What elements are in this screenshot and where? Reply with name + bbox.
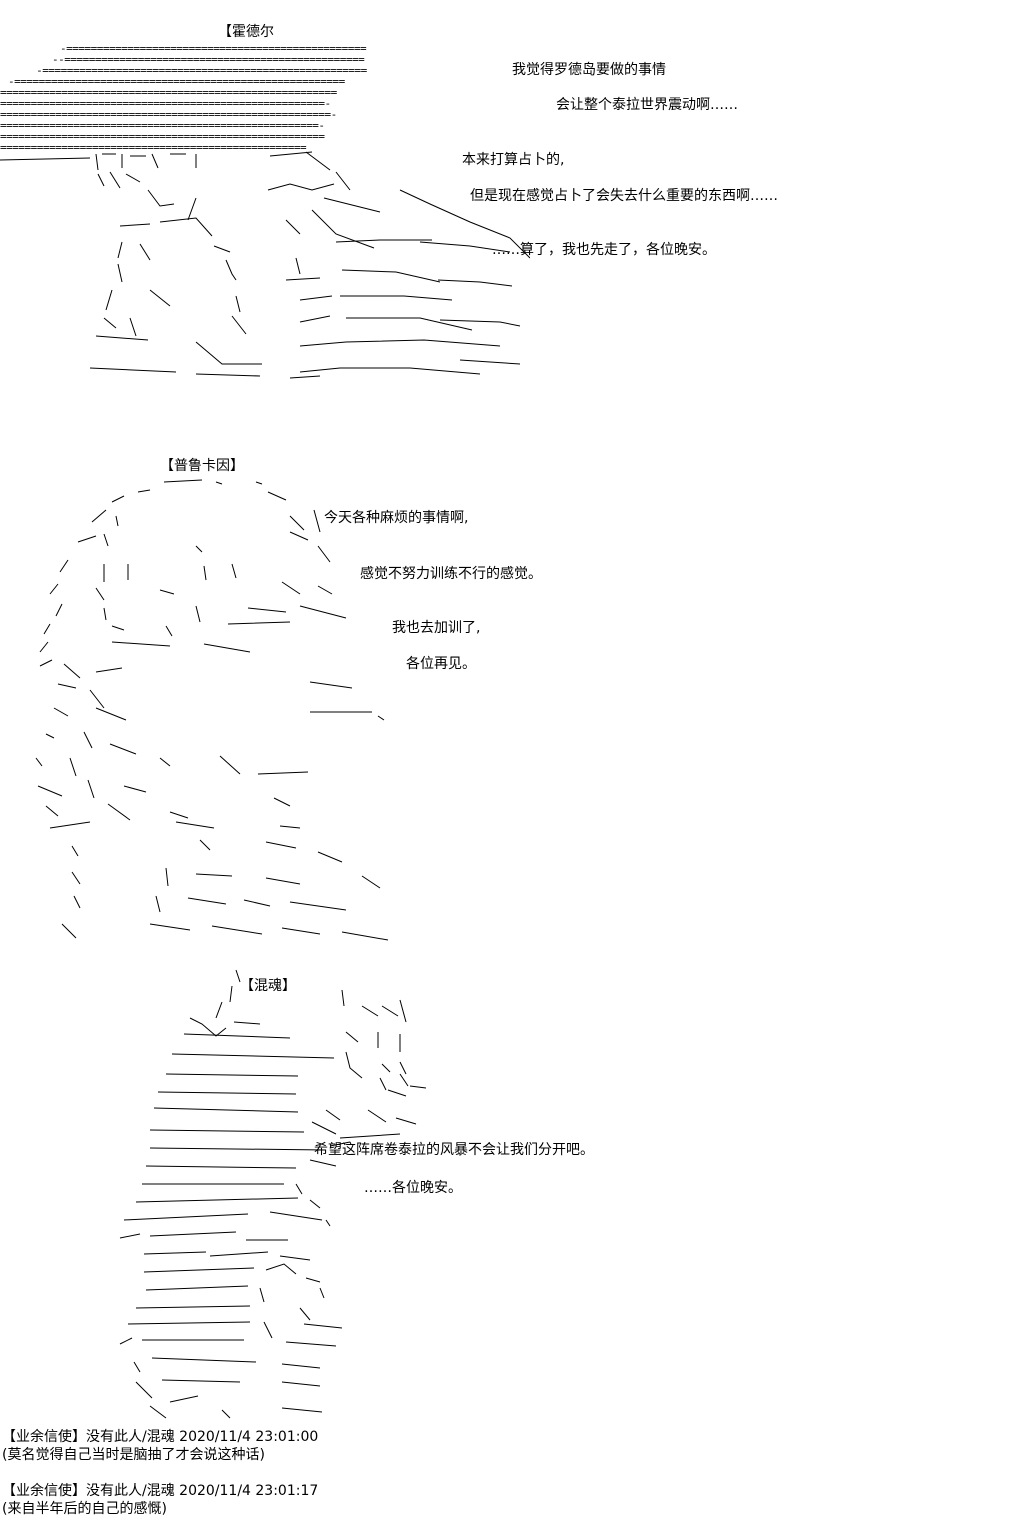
dialogue-line: 各位再见。 bbox=[406, 656, 476, 672]
dialogue-line: ……各位晚安。 bbox=[364, 1180, 462, 1196]
speaker-name-procaine: 【普鲁卡因】 bbox=[160, 458, 244, 474]
ascii-art-procaine bbox=[35, 479, 389, 941]
dialogue-line: 我觉得罗德岛要做的事情 bbox=[512, 62, 666, 78]
speaker-name-hoederer: 【霍德尔 bbox=[218, 24, 274, 40]
dialogue-line: 感觉不努力训练不行的感觉。 bbox=[360, 566, 542, 582]
dialogue-line: 希望这阵席卷泰拉的风暴不会让我们分开吧。 bbox=[314, 1142, 594, 1158]
comment-text: (来自半年后的自己的感慨) bbox=[2, 1501, 167, 1517]
comment-text: (莫名觉得自己当时是脑抽了才会说这种话) bbox=[2, 1447, 265, 1463]
dialogue-line: 本来打算占卜的, bbox=[462, 152, 565, 168]
ascii-art-hoederer bbox=[0, 151, 530, 379]
dialogue-line: 我也去加训了, bbox=[392, 620, 481, 636]
dialogue-line: ……算了，我也先走了，各位晚安。 bbox=[492, 242, 716, 258]
dialogue-line: 会让整个泰拉世界震动啊…… bbox=[556, 97, 738, 113]
dialogue-line: 但是现在感觉占卜了会失去什么重要的东西啊…… bbox=[470, 188, 778, 204]
dialogue-line: 今天各种麻烦的事情啊, bbox=[324, 510, 469, 526]
comment-header: 【业余信使】没有此人/混魂 2020/11/4 23:01:00 bbox=[2, 1429, 319, 1445]
speaker-name-hunhun: 【混魂】 bbox=[240, 978, 296, 994]
comment-header: 【业余信使】没有此人/混魂 2020/11/4 23:01:17 bbox=[2, 1483, 319, 1499]
ascii-art-hunhun bbox=[119, 969, 427, 1419]
